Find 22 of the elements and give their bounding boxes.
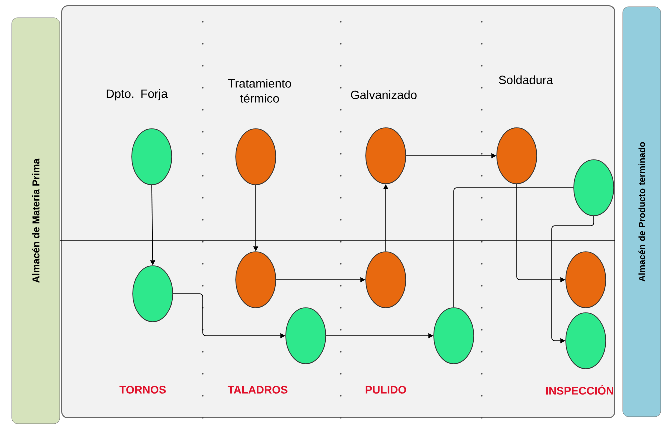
process-circle [132, 128, 172, 186]
process-circle [496, 128, 538, 184]
storage-band: Almacén de Producto terminado [622, 6, 661, 418]
process-circle [566, 312, 606, 370]
process-circle [574, 160, 614, 216]
station-label: PULIDO [366, 386, 406, 394]
process-circle [566, 252, 606, 308]
process-circle [366, 252, 406, 308]
column-heading: Tratamiento térmico [228, 79, 292, 103]
column-heading: Soldadura [499, 76, 554, 84]
storage-band: Almacén de Materia Prima [12, 18, 60, 424]
station-label: INSPECCIÓN [546, 385, 614, 395]
column-heading: Dpto. Forja [106, 89, 168, 101]
process-circle [132, 266, 174, 322]
station-label: TORNOS [120, 386, 166, 394]
process-circle [366, 128, 406, 184]
column-heading: Galvanizado [351, 90, 417, 100]
process-circle [236, 252, 276, 308]
process-circle [286, 308, 326, 364]
station-label: TALADROS [228, 386, 288, 394]
process-circle [236, 128, 276, 186]
process-circle [434, 308, 474, 364]
